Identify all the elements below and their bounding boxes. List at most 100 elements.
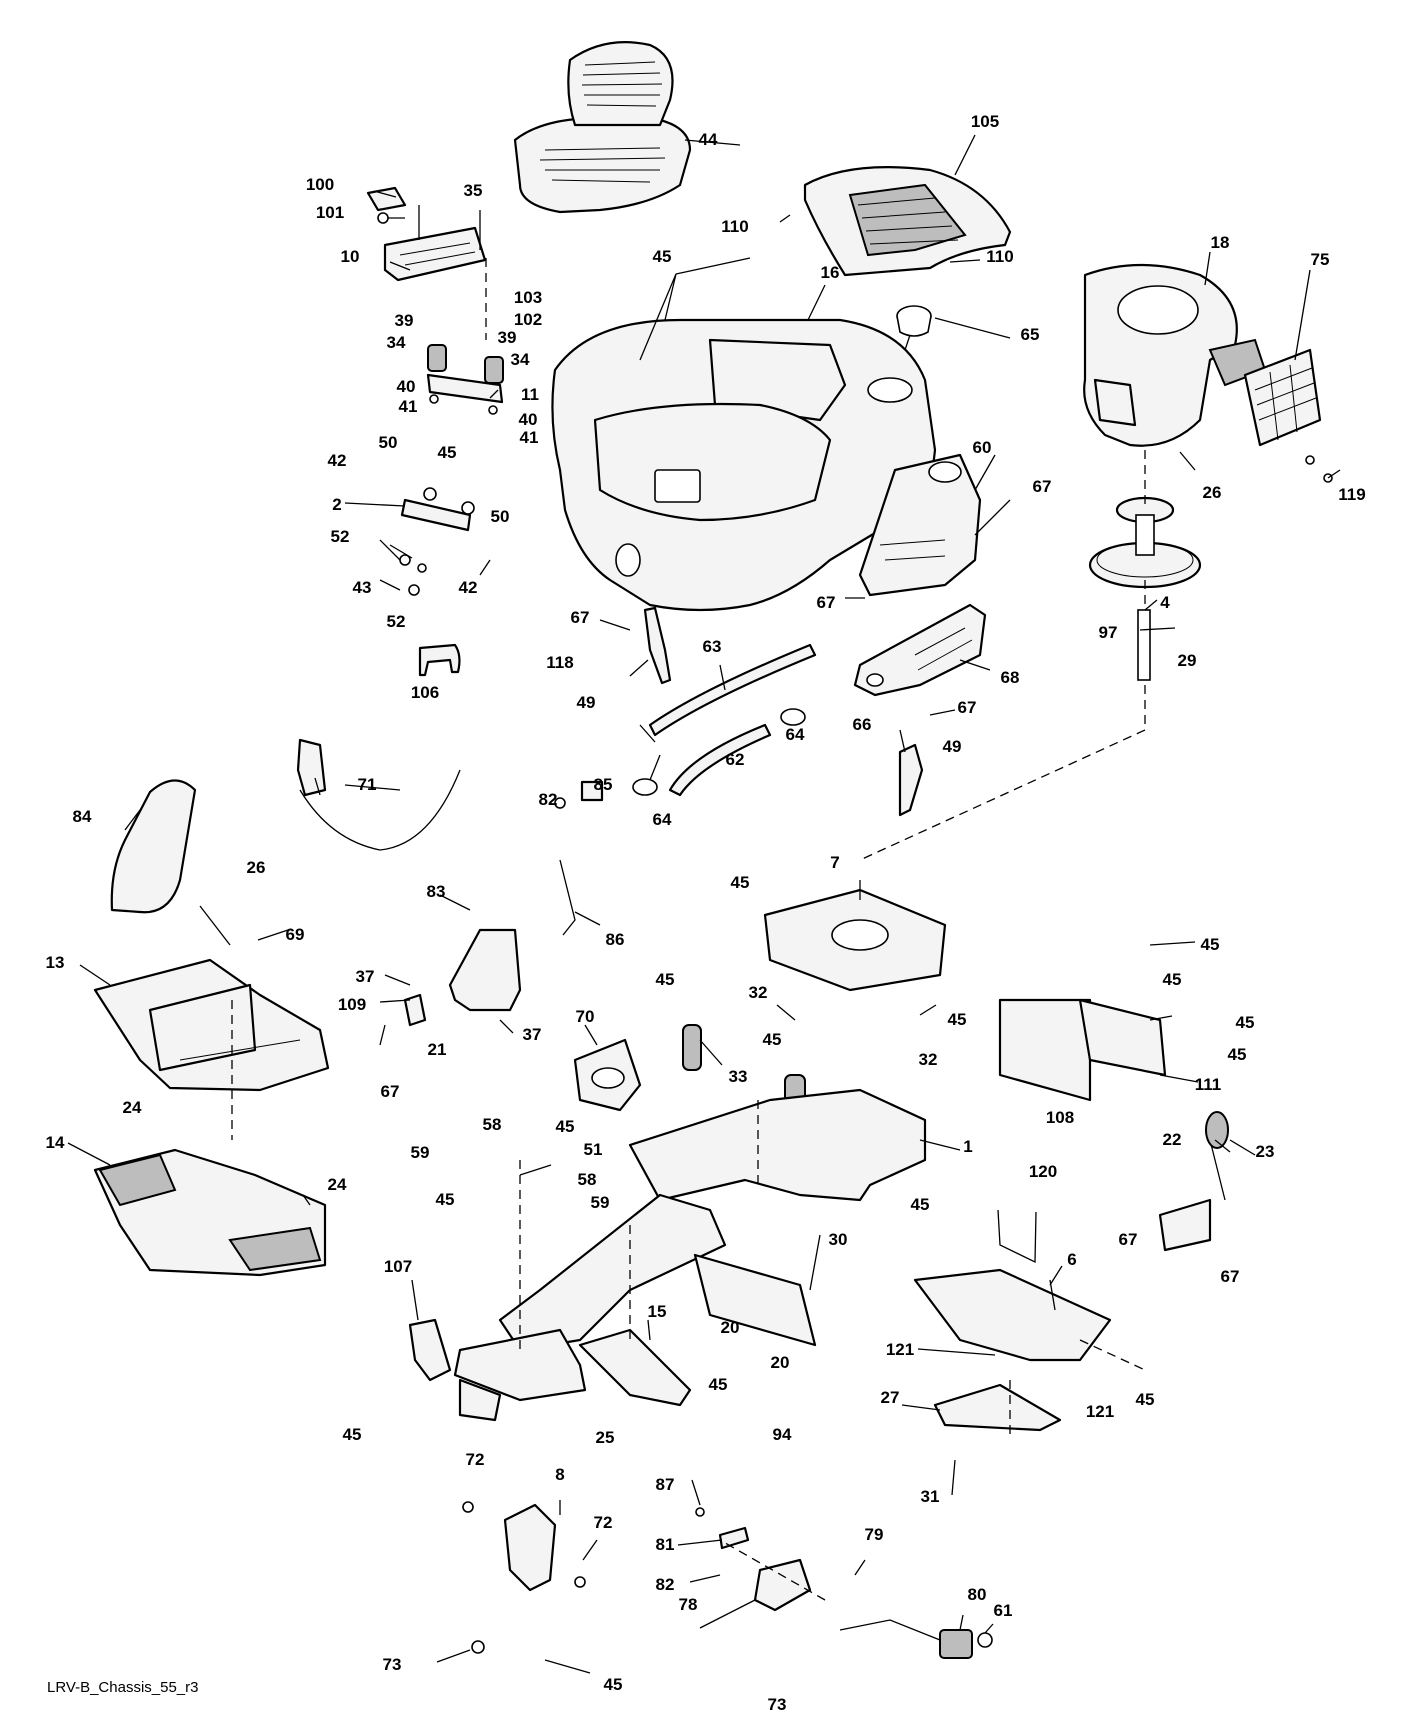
callout-86: 86 [606,930,625,949]
callout-45: 45 [1236,1013,1255,1032]
part-83 [403,928,522,1027]
callout-63: 63 [703,637,722,656]
part-fuel-tank [858,453,982,597]
callout-81: 81 [656,1535,675,1554]
callout-67: 67 [817,593,836,612]
callout-67: 67 [1119,1230,1138,1249]
part-106 [418,643,461,677]
callout-73: 73 [383,1655,402,1674]
callout-44: 44 [699,130,718,149]
part-84 [110,779,197,914]
callout-82: 82 [656,1575,675,1594]
callout-106: 106 [411,683,439,702]
callout-45: 45 [1201,935,1220,954]
callout-42: 42 [459,578,478,597]
part-shift-22-23 [1158,1111,1229,1252]
callout-1: 1 [963,1137,972,1156]
callout-40: 40 [397,377,416,396]
part-fuel-cap [896,305,932,351]
callout-66: 66 [853,715,872,734]
callout-68: 68 [1001,668,1020,687]
callout-102: 102 [514,310,542,329]
callout-18: 18 [1211,233,1230,252]
part-pulley [1088,496,1202,589]
callout-71: 71 [358,775,377,794]
callout-7: 7 [830,853,839,872]
callout-50: 50 [379,433,398,452]
callout-45: 45 [911,1195,930,1214]
callout-75: 75 [1311,250,1330,269]
callout-14: 14 [46,1133,65,1152]
callout-97: 97 [1099,623,1118,642]
callout-64: 64 [786,725,805,744]
callout-45: 45 [556,1117,575,1136]
callout-67: 67 [381,1082,400,1101]
part-pedal-78-81 [695,1507,993,1659]
callout-25: 25 [596,1428,615,1447]
callout-33: 33 [729,1067,748,1086]
part-shaft-29 [1137,609,1151,681]
callout-40: 40 [519,410,538,429]
part-120 [997,1209,1037,1264]
callout-110: 110 [721,217,748,236]
callout-37: 37 [523,1025,542,1044]
callout-67: 67 [1033,477,1052,496]
callout-27: 27 [881,1388,900,1407]
callout-24: 24 [328,1175,347,1194]
callout-42: 42 [328,451,347,470]
callout-94: 94 [773,1425,792,1444]
part-hood-panel [803,166,1012,277]
part-seat [513,41,692,214]
callout-121: 121 [886,1340,914,1359]
part-27 [933,1383,1062,1432]
part-seat-bracket [366,186,487,282]
part-118 [643,606,672,685]
callout-85: 85 [594,775,613,794]
part-70 [573,1038,642,1112]
part-bracket-2 [399,487,475,596]
callout-31: 31 [921,1487,940,1506]
callout-6: 6 [1067,1250,1076,1269]
callout-79: 79 [865,1525,884,1544]
callout-49: 49 [943,737,962,756]
callout-11: 11 [521,385,539,404]
part-footrest-14 [93,1148,327,1277]
callout-58: 58 [578,1170,597,1189]
part-drawings [93,41,1333,1659]
callout-118: 118 [546,653,573,672]
callout-4: 4 [1160,593,1170,612]
callout-45: 45 [656,970,675,989]
callout-32: 32 [749,983,768,1002]
callout-20: 20 [721,1318,740,1337]
callout-45: 45 [1228,1045,1247,1064]
callout-60: 60 [973,438,992,457]
part-fender-body [551,318,937,612]
callout-8: 8 [555,1465,564,1484]
part-85-86 [554,780,604,936]
part-plate-7 [763,888,947,992]
callout-67: 67 [958,698,977,717]
callout-84: 84 [73,807,92,826]
callout-69: 69 [286,925,305,944]
callout-13: 13 [46,953,65,972]
part-hoses [632,643,817,797]
part-frame-1 [453,1088,927,1402]
callout-45: 45 [438,443,457,462]
callout-64: 64 [653,810,672,829]
callout-45: 45 [709,1375,728,1394]
callout-83: 83 [427,882,446,901]
callout-34: 34 [387,333,406,352]
callout-49: 49 [577,693,596,712]
callout-41: 41 [399,397,418,416]
callout-2: 2 [332,495,341,514]
callout-73: 73 [768,1695,787,1713]
part-108-111 [998,998,1167,1102]
callout-110: 110 [986,247,1013,266]
callout-41: 41 [520,428,539,447]
callout-70: 70 [576,1007,595,1026]
assembly-center-lines [231,258,1146,1601]
callout-22: 22 [1163,1130,1182,1149]
callout-45: 45 [343,1425,362,1444]
